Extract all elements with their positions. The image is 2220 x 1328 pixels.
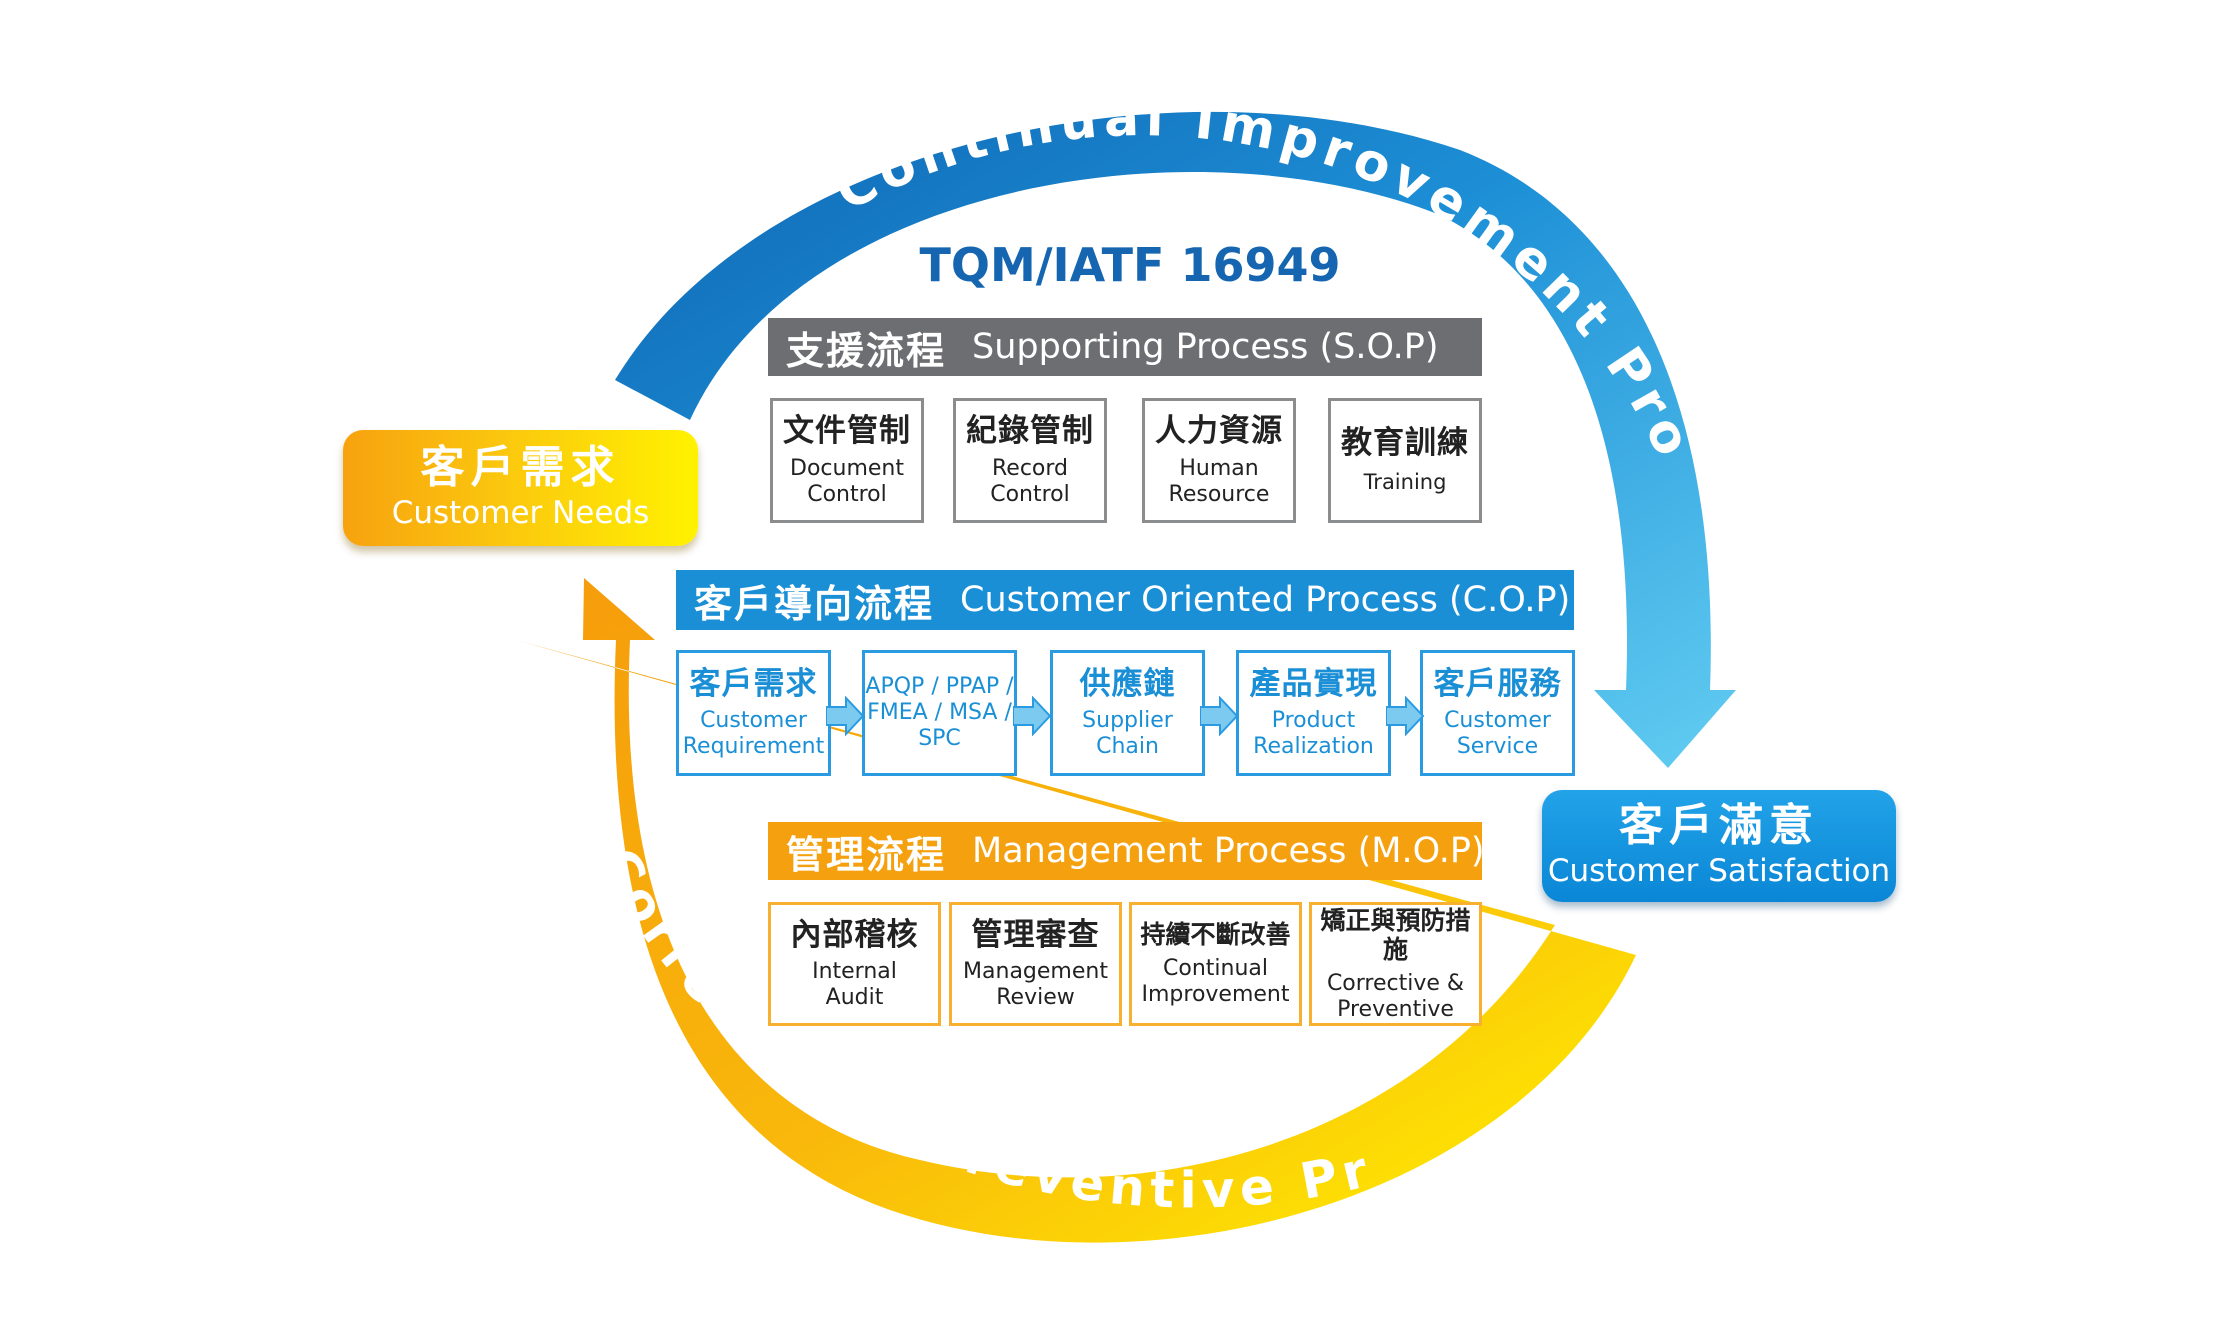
supporting-process-en: Supporting Process (S.O.P) (972, 327, 1439, 367)
box-subtitle-line2: Requirement (682, 734, 825, 760)
cop-apqp-ppap: APQP / PPAP / FMEA / MSA / SPC (862, 650, 1017, 776)
box-subtitle-line1: Record (991, 455, 1068, 481)
customer-needs-zh: 客戶需求 (420, 442, 621, 494)
box-subtitle-line1: Supplier (1082, 708, 1173, 734)
box-title: 客戶需求 (689, 665, 818, 702)
customer-needs-badge: 客戶需求 Customer Needs (343, 430, 698, 546)
mop-internal-audit: 內部稽核 Internal Audit (768, 902, 941, 1026)
box-subtitle-line2: Control (990, 481, 1070, 507)
box-subtitle-line2: FMEA / MSA / (867, 700, 1012, 726)
supporting-process-zh: 支援流程 (786, 328, 947, 373)
sop-record-control: 紀錄管制 Record Control (953, 398, 1107, 523)
flow-arrow-icon (1386, 696, 1424, 736)
box-subtitle-line1: Internal (812, 959, 897, 985)
customer-satisfaction-en: Customer Satisfaction (1547, 852, 1891, 889)
box-title: 文件管制 (783, 413, 911, 450)
box-subtitle-line1: Training (1363, 469, 1447, 494)
customer-oriented-process-header: 客戶導向流程 Customer Oriented Process (C.O.P) (676, 570, 1574, 630)
management-process-zh: 管理流程 (786, 832, 947, 877)
corrective-preventive-arrow (516, 578, 1636, 1243)
box-title: 內部稽核 (790, 916, 919, 953)
flow-arrow-icon (1200, 696, 1238, 736)
box-subtitle-line2: Preventive (1337, 996, 1454, 1022)
cop-customer-requirement: 客戶需求 Customer Requirement (676, 650, 831, 776)
cop-product-realization: 產品實現 Product Realization (1236, 650, 1391, 776)
customer-oriented-process-en: Customer Oriented Process (C.O.P) (960, 580, 1571, 620)
mop-management-review: 管理審查 Management Review (949, 902, 1122, 1026)
box-subtitle-line2: Realization (1253, 734, 1374, 760)
box-subtitle-line2: Audit (825, 985, 884, 1011)
box-subtitle-line1: APQP / PPAP / (865, 674, 1014, 700)
management-process-en: Management Process (M.O.P) (972, 831, 1485, 871)
box-title: 教育訓練 (1341, 425, 1469, 462)
box-title: 客戶服務 (1433, 665, 1562, 702)
diagram-title: TQM/IATF 16949 (919, 238, 1341, 292)
box-subtitle-line2: Chain (1096, 734, 1159, 760)
box-subtitle-line2: Review (996, 985, 1075, 1011)
customer-satisfaction-badge: 客戶滿意 Customer Satisfaction (1542, 790, 1896, 902)
box-subtitle-line1: Continual (1163, 955, 1268, 981)
box-title: 管理審查 (971, 916, 1100, 953)
mop-continual-improvement: 持續不斷改善 Continual Improvement (1129, 902, 1302, 1026)
box-subtitle-line1: Customer (700, 708, 807, 734)
sop-document-control: 文件管制 Document Control (770, 398, 924, 523)
box-subtitle-line2: Service (1456, 734, 1539, 760)
box-subtitle-line3: SPC (918, 725, 961, 751)
flow-arrow-icon (1013, 696, 1051, 736)
box-subtitle-line1: Document (790, 455, 904, 481)
sop-training: 教育訓練 Training (1328, 398, 1482, 523)
continual-improvement-arrow (615, 111, 1736, 768)
customer-needs-en: Customer Needs (391, 494, 650, 531)
box-title: 矯正與預防措施 (1320, 905, 1471, 965)
box-title: 產品實現 (1249, 665, 1378, 702)
supporting-process-header: 支援流程 Supporting Process (S.O.P) (768, 318, 1482, 376)
box-subtitle-line1: Product (1271, 708, 1356, 734)
box-subtitle-line1: Human (1179, 455, 1259, 481)
box-title: 人力資源 (1155, 413, 1283, 450)
box-subtitle-line1: Management (963, 959, 1108, 985)
management-process-header: 管理流程 Management Process (M.O.P) (768, 822, 1485, 880)
box-title: 持續不斷改善 (1140, 920, 1291, 950)
box-subtitle-line2: Resource (1168, 481, 1270, 507)
flow-arrow-icon (826, 696, 864, 736)
customer-satisfaction-zh: 客戶滿意 (1619, 800, 1819, 852)
customer-oriented-process-zh: 客戶導向流程 (694, 581, 935, 626)
mop-corrective-preventive: 矯正與預防措施 Corrective & Preventive (1309, 902, 1482, 1026)
box-subtitle-line1: Corrective & (1326, 970, 1465, 996)
cop-customer-service: 客戶服務 Customer Service (1420, 650, 1575, 776)
sop-human-resource: 人力資源 Human Resource (1142, 398, 1296, 523)
box-title: 紀錄管制 (966, 413, 1094, 450)
box-title: 供應鏈 (1079, 665, 1176, 702)
box-subtitle-line2: Improvement (1141, 981, 1290, 1007)
cop-supplier-chain: 供應鏈 Supplier Chain (1050, 650, 1205, 776)
box-subtitle-line2: Control (807, 481, 887, 507)
box-subtitle-line1: Customer (1444, 708, 1551, 734)
